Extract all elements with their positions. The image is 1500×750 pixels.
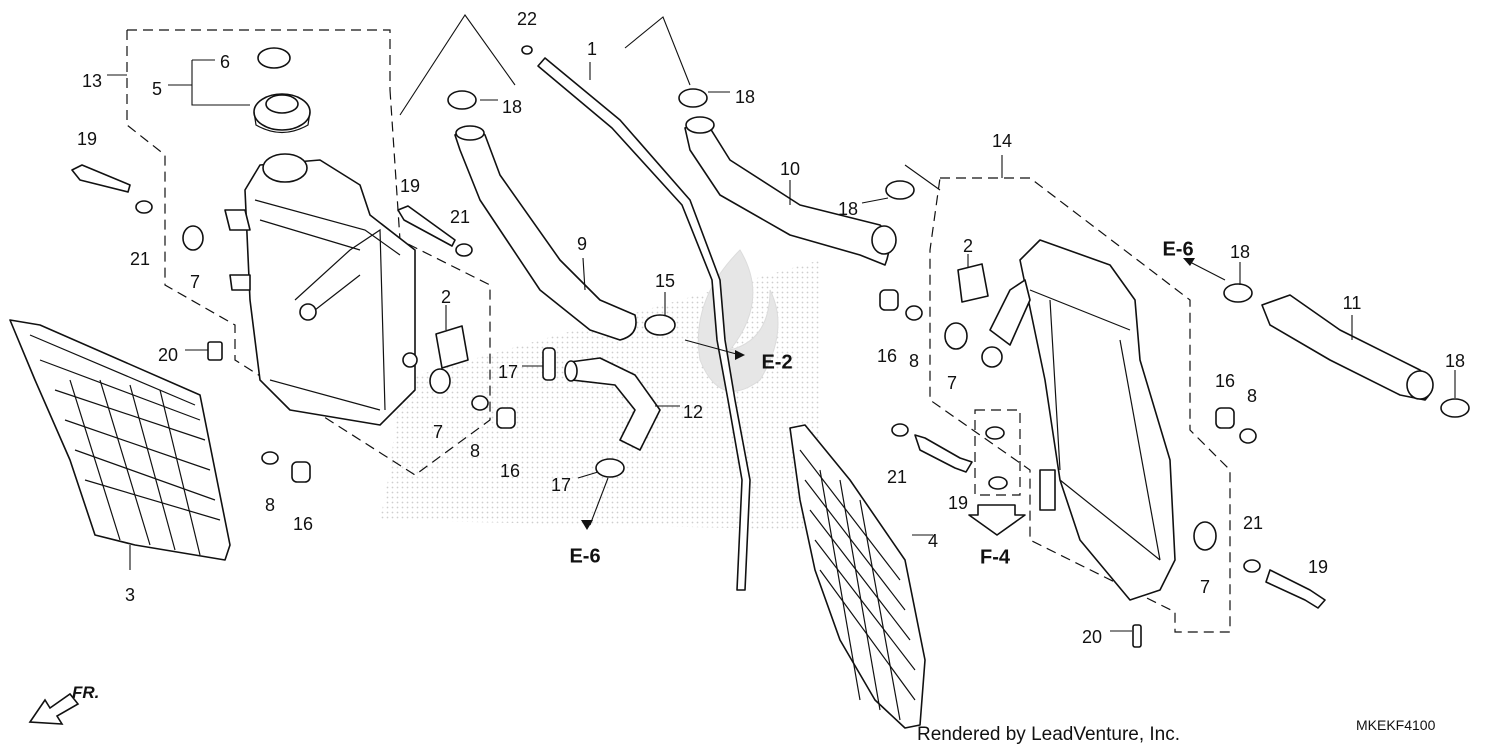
callout-c17a: 17: [498, 362, 518, 382]
callout-c21b: 21: [450, 207, 470, 227]
diagram-code: MKEKF4100: [1356, 717, 1436, 733]
ref-arrow-e6-right: [1183, 258, 1226, 281]
callout-c4: 4: [928, 531, 938, 551]
bolt-19-mid: [397, 205, 456, 247]
f4-clamps: [985, 426, 1008, 490]
callout-c18a: 18: [502, 97, 522, 117]
front-direction-arrow: FR.: [28, 683, 99, 725]
callout-c20a: 20: [158, 345, 178, 365]
collars-8: [261, 305, 1257, 465]
callout-c1: 1: [587, 39, 597, 59]
clips-20: [207, 341, 1142, 648]
ref-arrow-e6-left: [581, 520, 593, 530]
dampers-16: [291, 289, 1235, 483]
callout-c8c: 8: [470, 441, 480, 461]
radiator-shroud-left: [9, 319, 231, 561]
callout-c18c: 18: [838, 199, 858, 219]
radiator-shroud-right: [789, 424, 926, 729]
radiator-cap: [253, 93, 311, 134]
callout-c21c: 21: [887, 467, 907, 487]
callout-c21a: 21: [130, 249, 150, 269]
ref-f4: F-4: [980, 546, 1011, 568]
callout-c16d: 16: [293, 514, 313, 534]
bolt-19-right: [1265, 569, 1326, 609]
callout-c7a: 7: [190, 272, 200, 292]
callout-c22: 22: [517, 9, 537, 29]
right-hose: [1261, 294, 1434, 401]
callout-c10: 10: [780, 159, 800, 179]
callout-c20b: 20: [1082, 627, 1102, 647]
callout-c18e: 18: [1445, 351, 1465, 371]
callout-c7b: 7: [947, 373, 957, 393]
callout-c7d: 7: [1200, 577, 1210, 597]
callout-c7c: 7: [433, 422, 443, 442]
callout-c8b: 8: [1247, 386, 1257, 406]
callout-c13: 13: [82, 71, 102, 91]
radiator-left: [224, 153, 418, 426]
ref-e6a: E-6: [1162, 238, 1193, 260]
callout-c19c: 19: [948, 493, 968, 513]
breather-hose: [537, 57, 751, 591]
callout-c3: 3: [125, 585, 135, 605]
hose-clamps: [447, 45, 1470, 478]
lower-hose: [564, 357, 661, 451]
front-direction-label: FR.: [72, 683, 99, 702]
callout-c6: 6: [220, 52, 230, 72]
cap-seal: [257, 47, 291, 69]
callout-c21d: 21: [1243, 513, 1263, 533]
callout-c14: 14: [992, 131, 1012, 151]
assembly-outline-left: [126, 29, 491, 476]
callout-c19a: 19: [77, 129, 97, 149]
upper-hose-right: [684, 116, 897, 266]
ref-arrow-e2: [735, 350, 745, 360]
callout-c16a: 16: [877, 346, 897, 366]
callout-c16c: 16: [500, 461, 520, 481]
callout-c16b: 16: [1215, 371, 1235, 391]
callout-c18d: 18: [1230, 242, 1250, 262]
callout-c8d: 8: [265, 495, 275, 515]
grommets-7: [182, 225, 1217, 551]
callout-c17b: 17: [551, 475, 571, 495]
hose-guide-lines: [399, 14, 941, 191]
callout-c18b: 18: [735, 87, 755, 107]
callout-c5: 5: [152, 79, 162, 99]
callout-c19d: 19: [1308, 557, 1328, 577]
ref-e6b: E-6: [569, 545, 600, 567]
footer-credit: Rendered by LeadVenture, Inc.: [917, 724, 1180, 745]
reference-box-f4: [974, 409, 1021, 496]
callout-c11: 11: [1343, 293, 1362, 313]
callout-c9: 9: [577, 234, 587, 254]
washers-21: [135, 200, 1261, 573]
cushions-2: [435, 263, 989, 369]
callout-c2a: 2: [441, 287, 451, 307]
callout-c19b: 19: [400, 176, 420, 196]
assembly-outline-right: [929, 177, 1231, 633]
radiator-right: [981, 239, 1176, 601]
callout-c12: 12: [683, 402, 703, 422]
leader-lines: [107, 59, 1456, 632]
callout-c2b: 2: [963, 236, 973, 256]
bolt-19-center: [914, 434, 973, 473]
callout-c15: 15: [655, 271, 675, 291]
ref-arrow-f4: [968, 504, 1026, 536]
callout-c8a: 8: [909, 351, 919, 371]
bolt-19-left: [71, 164, 131, 193]
upper-hose-left: [454, 125, 637, 341]
ref-e2: E-2: [761, 351, 792, 373]
